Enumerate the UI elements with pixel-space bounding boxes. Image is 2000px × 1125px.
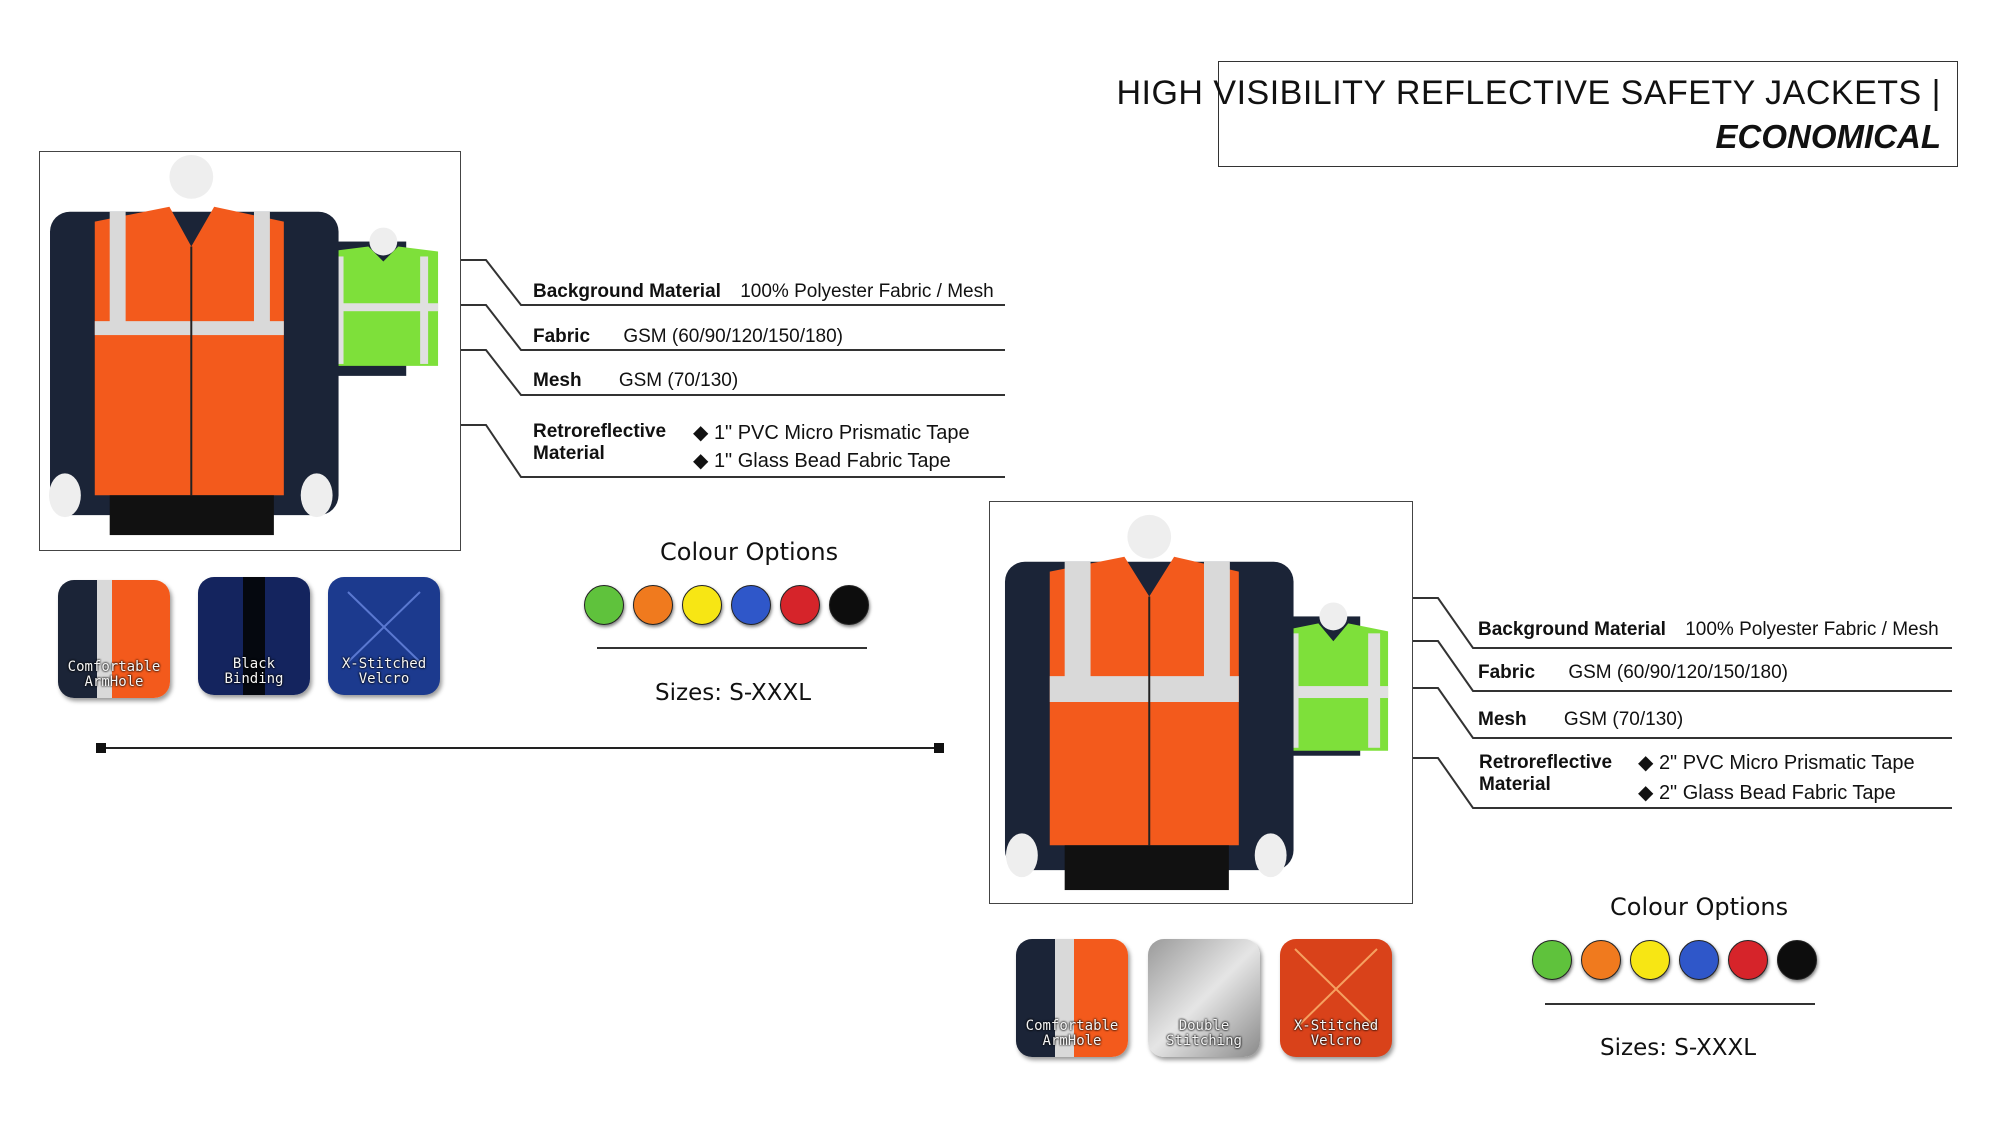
product2-retro-bullets: ◆ 2" PVC Micro Prismatic Tape ◆ 2" Glass… xyxy=(1638,750,1915,805)
spec-label: Fabric xyxy=(1478,662,1536,683)
feature-label: ArmHole xyxy=(1042,1033,1102,1049)
divider-endcap-right xyxy=(934,743,944,753)
vest-illustration xyxy=(49,154,439,536)
product1-spec-retro: Retroreflective Material xyxy=(533,421,666,465)
product1-feature-armhole: Comfortable ArmHole xyxy=(58,580,170,698)
page-title: HIGH VISIBILITY REFLECTIVE SAFETY JACKET… xyxy=(1116,74,1941,112)
product1-swatches xyxy=(584,585,878,630)
spec-label: Mesh xyxy=(1478,709,1527,730)
feature-label: Comfortable xyxy=(67,659,161,675)
product1-feature-velcro: X-Stitched Velcro xyxy=(328,577,440,695)
feature-label: X-Stitched xyxy=(1293,1018,1379,1034)
feature-label: ArmHole xyxy=(84,674,144,690)
divider-endcap-left xyxy=(96,743,106,753)
product2-connector-lines xyxy=(1413,597,1952,809)
x-stitch-icon xyxy=(347,591,421,663)
spec-label: Fabric xyxy=(533,326,591,347)
product1-feature-binding: Black Binding xyxy=(198,577,310,695)
product2-feature-armhole: Comfortable ArmHole xyxy=(1016,939,1128,1057)
spec-value: GSM (70/130) xyxy=(618,370,739,391)
product2-spec-retro: Retroreflective Material xyxy=(1479,752,1612,796)
section-divider xyxy=(98,747,940,749)
feature-label: Comfortable xyxy=(1025,1018,1119,1034)
retro-bullet: ◆ 2" Glass Bead Fabric Tape xyxy=(1638,782,1896,804)
vest-illustration xyxy=(1004,514,1389,891)
product1-spec-mesh: Mesh GSM (70/130) xyxy=(533,370,738,410)
title-box: HIGH VISIBILITY REFLECTIVE SAFETY JACKET… xyxy=(1116,61,1958,167)
swatch-black xyxy=(829,585,869,625)
swatch-yellow xyxy=(682,585,722,625)
swatch-orange xyxy=(633,585,673,625)
feature-label: Black xyxy=(232,656,276,672)
spec-label: Background Material xyxy=(533,281,721,302)
retro-bullet: ◆ 2" PVC Micro Prismatic Tape xyxy=(1638,752,1915,774)
feature-label: Binding xyxy=(224,671,284,687)
swatch-red xyxy=(780,585,820,625)
retro-label-line2: Material xyxy=(1479,774,1551,795)
product2-photo xyxy=(989,501,1413,904)
swatch-orange xyxy=(1581,940,1621,980)
feature-label: Stitching xyxy=(1166,1033,1242,1049)
product1-spec-fabric: Fabric GSM (60/90/120/150/180) xyxy=(533,326,843,366)
spec-value: GSM (70/130) xyxy=(1563,709,1684,730)
spec-value: 100% Polyester Fabric / Mesh xyxy=(1685,619,1939,640)
retro-label-line1: Retroreflective xyxy=(1479,752,1613,773)
spec-value: GSM (60/90/120/150/180) xyxy=(1568,662,1789,683)
product1-photo xyxy=(39,151,461,551)
retro-bullet: ◆ 1" Glass Bead Fabric Tape xyxy=(693,450,951,472)
x-stitch-icon xyxy=(1294,948,1378,1030)
retro-label-line2: Material xyxy=(533,443,605,464)
retro-label-line1: Retroreflective xyxy=(533,421,667,442)
swatch-blue xyxy=(731,585,771,625)
product2-spec-mesh: Mesh GSM (70/130) xyxy=(1478,709,1683,749)
retro-bullet: ◆ 1" PVC Micro Prismatic Tape xyxy=(693,422,970,444)
product1-colour-title: Colour Options xyxy=(660,538,839,566)
product2-sizes: Sizes: S-XXXL xyxy=(1600,1035,1757,1061)
product1-sizes: Sizes: S-XXXL xyxy=(655,680,812,706)
product2-feature-velcro: X-Stitched Velcro xyxy=(1280,939,1392,1057)
page-subtitle: ECONOMICAL xyxy=(1715,118,1942,155)
feature-label: Velcro xyxy=(1310,1033,1362,1049)
swatch-yellow xyxy=(1630,940,1670,980)
product1-colour-divider xyxy=(597,647,867,649)
swatch-red xyxy=(1728,940,1768,980)
feature-label: Velcro xyxy=(358,671,410,687)
product2-colour-divider xyxy=(1545,1003,1815,1005)
swatch-green xyxy=(1532,940,1572,980)
swatch-blue xyxy=(1679,940,1719,980)
product2-colour-title: Colour Options xyxy=(1610,893,1789,921)
swatch-green xyxy=(584,585,624,625)
feature-label: X-Stitched xyxy=(341,656,427,672)
feature-label: Double xyxy=(1178,1018,1230,1034)
spec-value: GSM (60/90/120/150/180) xyxy=(623,326,844,347)
product1-connector-lines xyxy=(461,259,1005,478)
swatch-black xyxy=(1777,940,1817,980)
product2-spec-fabric: Fabric GSM (60/90/120/150/180) xyxy=(1478,662,1788,702)
spec-label: Background Material xyxy=(1478,619,1666,640)
product1-retro-bullets: ◆ 1" PVC Micro Prismatic Tape ◆ 1" Glass… xyxy=(693,420,970,473)
product1-spec-background: Background Material 100% Polyester Fabri… xyxy=(533,281,994,321)
product2-spec-background: Background Material 100% Polyester Fabri… xyxy=(1478,619,1939,659)
product2-swatches xyxy=(1532,940,1826,985)
product2-feature-stitching: Double Stitching xyxy=(1148,939,1260,1057)
spec-value: 100% Polyester Fabric / Mesh xyxy=(740,281,994,302)
spec-label: Mesh xyxy=(533,370,582,391)
